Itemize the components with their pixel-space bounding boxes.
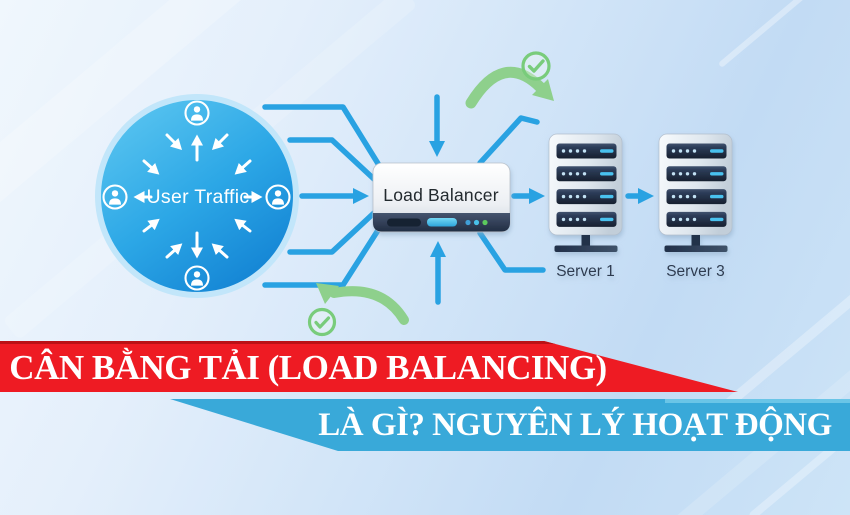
server-slot [666, 211, 727, 227]
load-balancer-label: Load Balancer [383, 185, 498, 205]
server-1-label: Server 1 [556, 263, 615, 280]
check-icon [521, 51, 551, 81]
check-icon-mark [314, 316, 331, 329]
server-stand-base [554, 245, 618, 252]
curved-arrow-icon [465, 66, 546, 109]
user-traffic-label: User Traffic [147, 186, 250, 208]
connection-line [287, 137, 378, 183]
traffic-arrows [133, 133, 263, 259]
curved-arrow-head [316, 283, 339, 304]
curved-arrow-head [532, 79, 554, 101]
server-slot [666, 189, 727, 205]
status-dot-green [482, 219, 488, 226]
server-3-label: Server 3 [666, 263, 725, 280]
success-arrow-top [465, 51, 554, 109]
server-tower-3: Server 3 [658, 133, 733, 280]
connection-line [477, 230, 546, 273]
connector-lines [262, 94, 654, 305]
server-slot [666, 166, 727, 182]
load-balancer-box: Load Balancer [372, 162, 511, 233]
title-line-1: CÂN BẰNG TẢI (LOAD BALANCING) [9, 347, 607, 387]
connection-line [477, 115, 540, 166]
server-tower-1: Server 1 [548, 133, 623, 280]
server-stand-stem [581, 235, 590, 246]
check-icon-mark [527, 59, 545, 73]
connection-line [262, 221, 385, 288]
status-progress [427, 218, 457, 227]
status-dot-blue [465, 219, 471, 226]
title-banner-blue: LÀ GÌ? NGUYÊN LÝ HOẠT ĐỘNG [170, 399, 850, 451]
status-dot-cyan [473, 219, 480, 226]
connection-line [287, 209, 378, 255]
server-slot [556, 166, 617, 182]
server-slot [556, 143, 617, 159]
check-icon [307, 307, 337, 337]
connection-line [262, 104, 385, 173]
user-traffic-circle: User Traffic [95, 94, 299, 298]
server-slot [666, 143, 727, 159]
server-stand-base [664, 245, 728, 252]
curved-arrow-icon [329, 286, 409, 325]
server-slot [556, 189, 617, 205]
title-line-2: LÀ GÌ? NGUYÊN LÝ HOẠT ĐỘNG [318, 407, 832, 443]
success-arrow-bottom [307, 283, 409, 337]
status-slot [387, 218, 421, 227]
server-slot [556, 211, 617, 227]
server-stand-stem [691, 235, 700, 246]
circle-body [101, 100, 293, 292]
